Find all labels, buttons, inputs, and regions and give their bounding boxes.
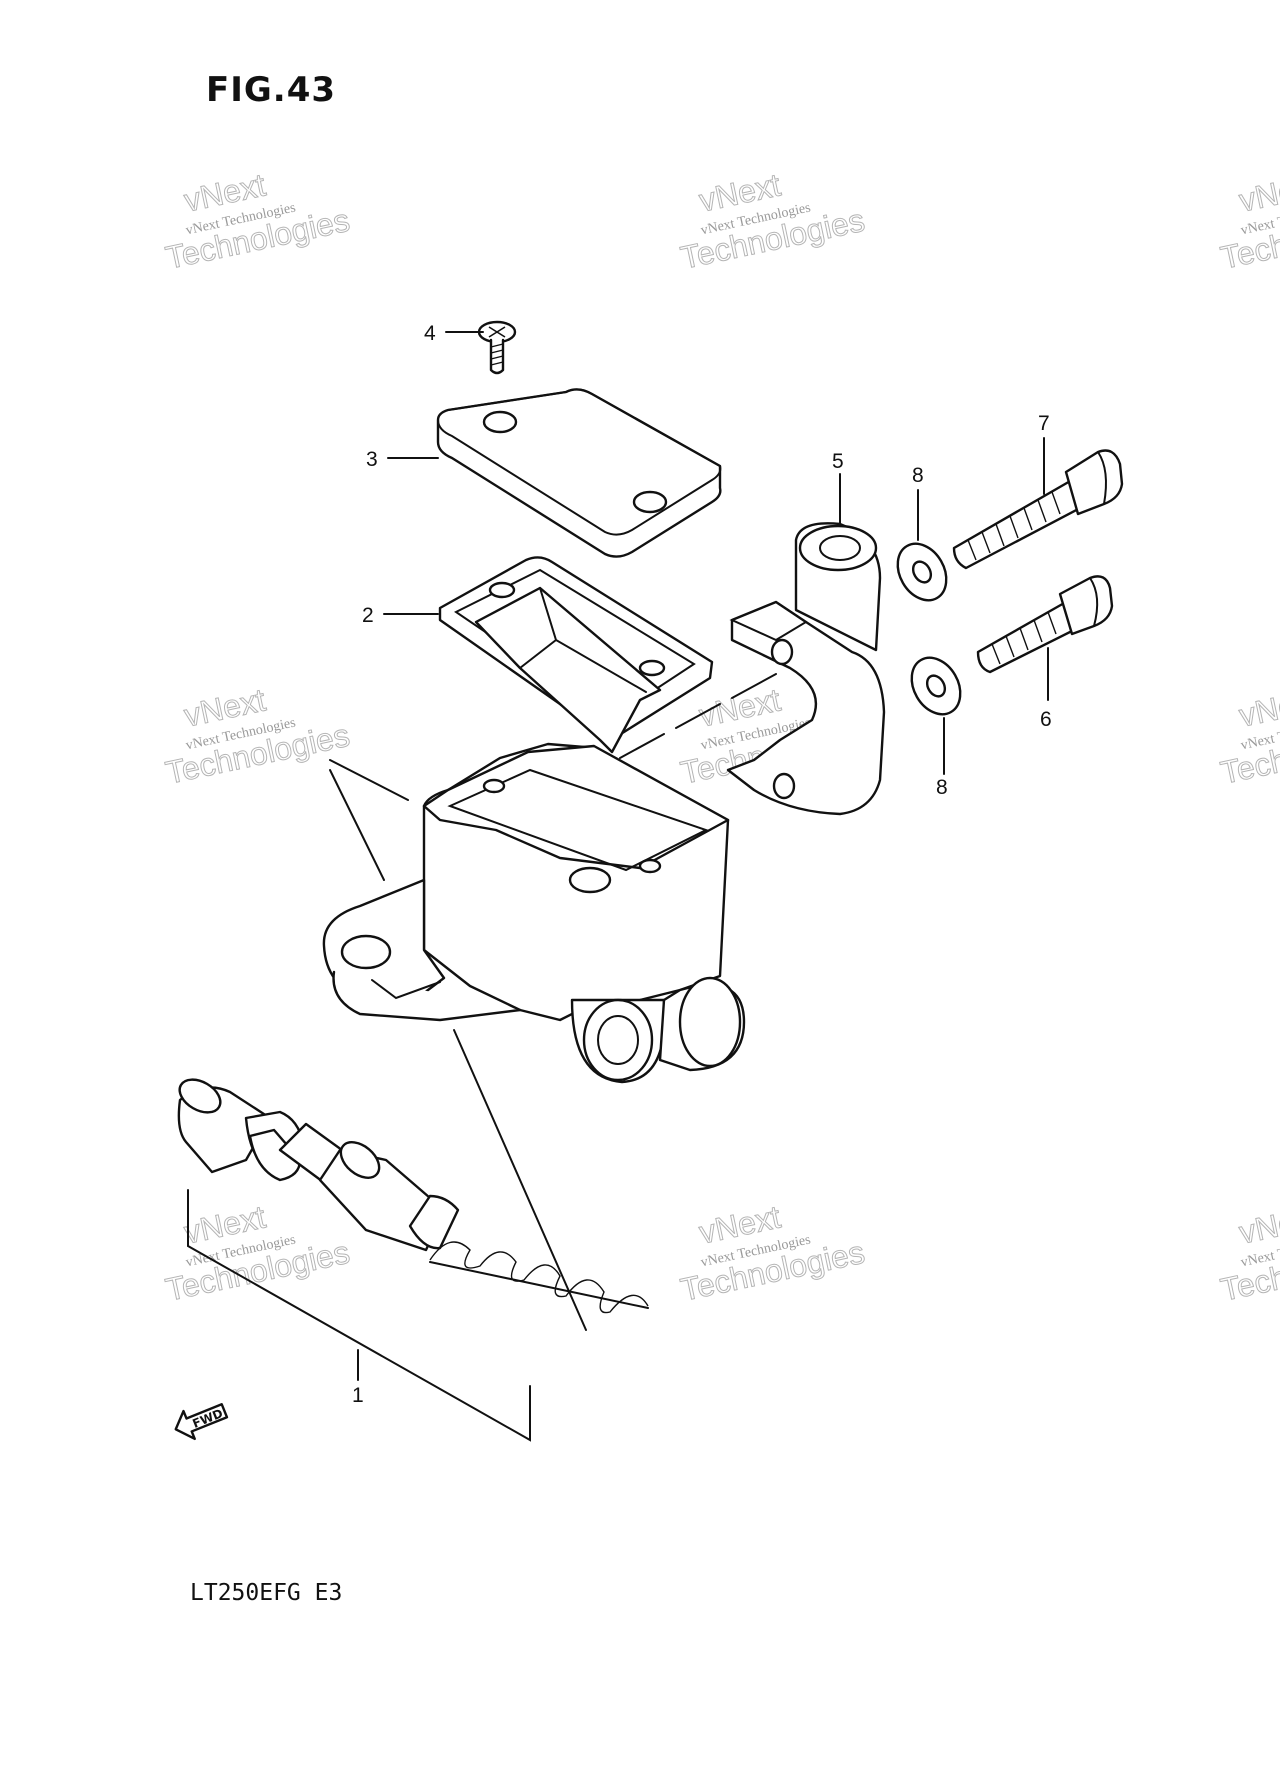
part-4-reservoir-cap-screw [477, 320, 517, 375]
bolt-shank [976, 600, 1080, 674]
end-plug-face [678, 976, 742, 1068]
part-7-clamp-bolt-long [952, 449, 1124, 570]
outlet-boss-face [582, 998, 654, 1082]
assembly-line-ear [329, 769, 385, 881]
forward-arrow-icon [174, 1403, 229, 1441]
callout-3: 3 [366, 448, 378, 471]
dust-boot-end [178, 1078, 222, 1114]
forward-direction-indicator: FWD [174, 1403, 229, 1441]
spring-axis [429, 1261, 649, 1309]
bolt-hex-head [1058, 575, 1114, 636]
assembly-line-clamp [619, 673, 777, 759]
cap-back-edge [447, 388, 721, 467]
callout-7: 7 [1038, 412, 1050, 435]
watermark-top-right: vNext vNext Technologies Technologies [1217, 166, 1280, 276]
bolt-head-edge [1097, 451, 1107, 505]
watermark-mid-right: vNext vNext Technologies Technologies [1217, 681, 1280, 791]
clamp-boss-top [798, 524, 878, 572]
part-8-washer-upper [896, 542, 948, 602]
part-3-reservoir-cap [436, 388, 722, 558]
watermark-top-left: vNext vNext Technologies Technologies [162, 166, 353, 276]
diaphragm-hole-left [488, 581, 516, 599]
part-8-washer-lower [910, 656, 962, 716]
reservoir-screw-boss-left [482, 778, 506, 794]
part-1-master-cylinder-body [322, 742, 746, 1084]
figure-title: FIG.43 [206, 70, 337, 110]
kit-bracket [187, 1189, 531, 1442]
lever-mount-lower-ear [332, 970, 522, 1022]
screw-cross-recess [488, 326, 506, 338]
piston-kit [177, 1078, 649, 1314]
clamp-bolt-hole-upper [770, 638, 794, 666]
bolt-hex-head [1064, 449, 1124, 516]
callout-8-upper: 8 [912, 464, 924, 487]
callout-8-lower: 8 [936, 776, 948, 799]
reservoir-screw-boss-right [638, 858, 662, 874]
diaphragm-bellows-edges [519, 587, 647, 693]
cap-screw-hole-left [482, 410, 518, 434]
watermark-mid-left: vNext vNext Technologies Technologies [162, 681, 353, 791]
diaphragm-hole-right [638, 659, 666, 677]
callout-1: 1 [352, 1384, 364, 1407]
bolt-thread [991, 611, 1057, 665]
reservoir-outlet-port [568, 866, 612, 894]
clamp-jaw [726, 600, 886, 816]
leader-lines [187, 331, 1049, 1442]
piston-head [339, 1141, 381, 1179]
bolt-thread [967, 491, 1061, 561]
screw-thread [490, 343, 504, 366]
clamp-jaw-top-face [729, 600, 808, 642]
watermark-low-left: vNext vNext Technologies Technologies [162, 1198, 353, 1308]
callout-5: 5 [832, 450, 844, 473]
watermark-overlay-top: vNext [1236, 167, 1280, 219]
callout-2: 2 [362, 604, 374, 627]
callout-6: 6 [1040, 708, 1052, 731]
watermark-low-center: vNext vNext Technologies Technologies [677, 1198, 868, 1308]
outlet-thread-bore [597, 1015, 639, 1065]
clamp-threaded-hole [819, 535, 861, 561]
part-5-handlebar-clamp [726, 522, 886, 816]
part-2-reservoir-diaphragm [438, 556, 714, 754]
watermark-top-center: vNext vNext Technologies Technologies [677, 166, 868, 276]
callout-4: 4 [424, 322, 436, 345]
watermark-overlay-top: vNext [1236, 682, 1280, 734]
watermark-overlay-top: vNext [1236, 1199, 1280, 1251]
piston-cup [408, 1194, 460, 1250]
watermark-low-right: vNext vNext Technologies Technologies [1217, 1198, 1280, 1308]
cap-body [436, 388, 722, 558]
callout-labels: 4 3 2 5 8 7 6 8 1 [352, 322, 1052, 1407]
return-spring [429, 1241, 649, 1314]
cap-screw-hole-right [632, 490, 668, 514]
lever-pivot-hole [340, 934, 392, 970]
clamp-bolt-hole-lower [772, 772, 796, 800]
assembly-line-upper [329, 759, 409, 801]
reservoir-top-face [422, 744, 730, 870]
washer-hole [925, 674, 947, 698]
lever-slot [371, 979, 441, 1000]
diaphragm-bellows [474, 586, 662, 754]
part-6-clamp-bolt-short [976, 575, 1114, 674]
assembly-line-bore [453, 1029, 587, 1331]
washer-hole [911, 560, 933, 584]
bolt-head-edge [1089, 577, 1099, 627]
cap-top-edge [437, 419, 722, 536]
model-code: LT250EFG E3 [190, 1580, 343, 1606]
